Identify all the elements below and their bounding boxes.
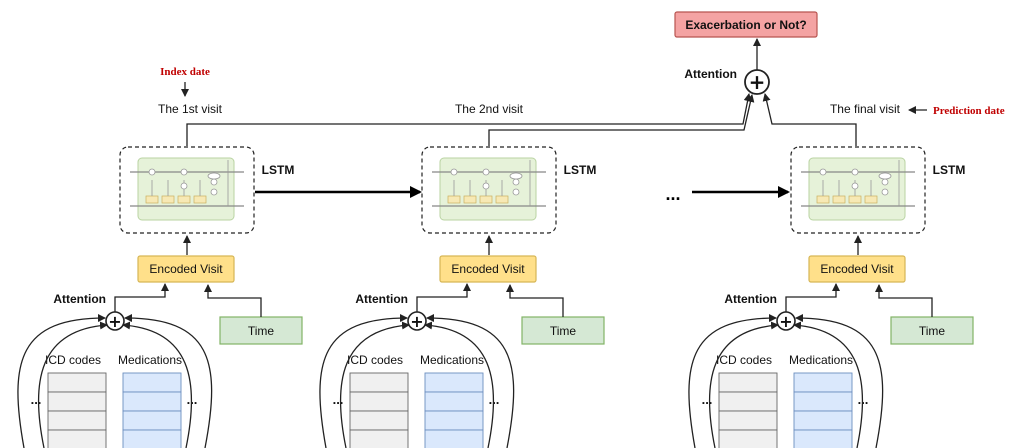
visit3-to-attention-line [762, 93, 857, 146]
attention-label: Attention [724, 292, 777, 306]
attention-to-encoded-arrow [416, 283, 471, 312]
encoded-visit-box [137, 255, 235, 283]
med-outer-attention-arrow [426, 314, 515, 448]
output-label: Exacerbation or Not? [685, 18, 806, 32]
lstm-cell-icon [130, 157, 244, 221]
icd-outer-attention-arrow [319, 314, 408, 448]
icd-code-cell [349, 372, 409, 393]
time-to-encoded-arrow [506, 284, 564, 317]
medications-label: Medications [118, 353, 182, 367]
icd-inner-attention-arrow [708, 321, 779, 448]
icd-more-ellipsis: ... [31, 392, 42, 407]
encoded-visit-box [439, 255, 537, 283]
medication-cell [122, 429, 182, 448]
medication-cell [793, 391, 853, 412]
med-outer-attention-arrow [795, 314, 884, 448]
attention-to-encoded-arrow [114, 283, 169, 312]
lstm-label: LSTM [262, 163, 295, 177]
icd-code-cell [718, 391, 778, 412]
icd-code-cell [349, 410, 409, 431]
medication-cell [122, 372, 182, 393]
attention-label: Attention [355, 292, 408, 306]
medication-cell [424, 391, 484, 412]
plus-icon: + [108, 312, 121, 331]
visit1-to-attention-line [186, 93, 752, 146]
top-attention-sum-node [744, 69, 770, 95]
top-attention-label: Attention [684, 67, 737, 81]
icd-code-cell [47, 410, 107, 431]
icd-code-cell [349, 429, 409, 448]
icd-code-cell [718, 372, 778, 393]
icd-code-cell [47, 391, 107, 412]
medication-cell [793, 372, 853, 393]
icd-code-cell [349, 391, 409, 412]
lstm-label: LSTM [564, 163, 597, 177]
plus-icon: + [749, 70, 766, 94]
medication-cell [793, 429, 853, 448]
icd-inner-attention-arrow [37, 321, 108, 448]
icd-codes-label: ICD codes [347, 353, 403, 367]
medication-cell [424, 429, 484, 448]
prediction-date-label: Prediction date [933, 105, 1005, 117]
time-label: Time [919, 324, 946, 338]
lstm-label: LSTM [933, 163, 966, 177]
time-to-encoded-arrow [204, 284, 262, 317]
medication-cell [424, 410, 484, 431]
medications-label: Medications [420, 353, 484, 367]
medication-cell [793, 410, 853, 431]
encoded-visit-box [808, 255, 906, 283]
med-outer-attention-arrow [124, 314, 213, 448]
icd-outer-attention-arrow [17, 314, 106, 448]
attention-to-encoded-arrow [785, 283, 840, 312]
visit-label: The 1st visit [158, 102, 223, 116]
encoded-visit-label: Encoded Visit [451, 262, 525, 276]
icd-code-cell [718, 410, 778, 431]
plus-icon: + [410, 312, 423, 331]
med-inner-attention-arrow [793, 321, 864, 448]
visit-label: The 2nd visit [455, 102, 524, 116]
icd-more-ellipsis: ... [333, 392, 344, 407]
icd-more-ellipsis: ... [702, 392, 713, 407]
lstm-cell-icon [801, 157, 915, 221]
index-date-label: Index date [160, 66, 210, 78]
visit-label: The final visit [830, 102, 901, 116]
medication-cell [122, 391, 182, 412]
medication-cell [424, 372, 484, 393]
time-label: Time [550, 324, 577, 338]
visit2-to-attention-line [488, 94, 755, 146]
medication-cell [122, 410, 182, 431]
med-inner-attention-arrow [122, 321, 193, 448]
icd-codes-label: ICD codes [716, 353, 772, 367]
encoded-visit-label: Encoded Visit [149, 262, 223, 276]
icd-code-cell [47, 429, 107, 448]
icd-inner-attention-arrow [339, 321, 410, 448]
plus-icon: + [779, 312, 792, 331]
sequence-ellipsis: ... [665, 184, 680, 204]
attention-label: Attention [53, 292, 106, 306]
output-box [674, 11, 818, 38]
encoded-visit-label: Encoded Visit [820, 262, 894, 276]
icd-code-cell [47, 372, 107, 393]
time-box [219, 316, 303, 345]
time-box [890, 316, 974, 345]
icd-codes-label: ICD codes [45, 353, 101, 367]
icd-code-cell [718, 429, 778, 448]
medications-label: Medications [789, 353, 853, 367]
time-label: Time [248, 324, 275, 338]
icd-outer-attention-arrow [688, 314, 777, 448]
time-to-encoded-arrow [875, 284, 933, 317]
med-inner-attention-arrow [424, 321, 495, 448]
lstm-cell-icon [432, 157, 546, 221]
